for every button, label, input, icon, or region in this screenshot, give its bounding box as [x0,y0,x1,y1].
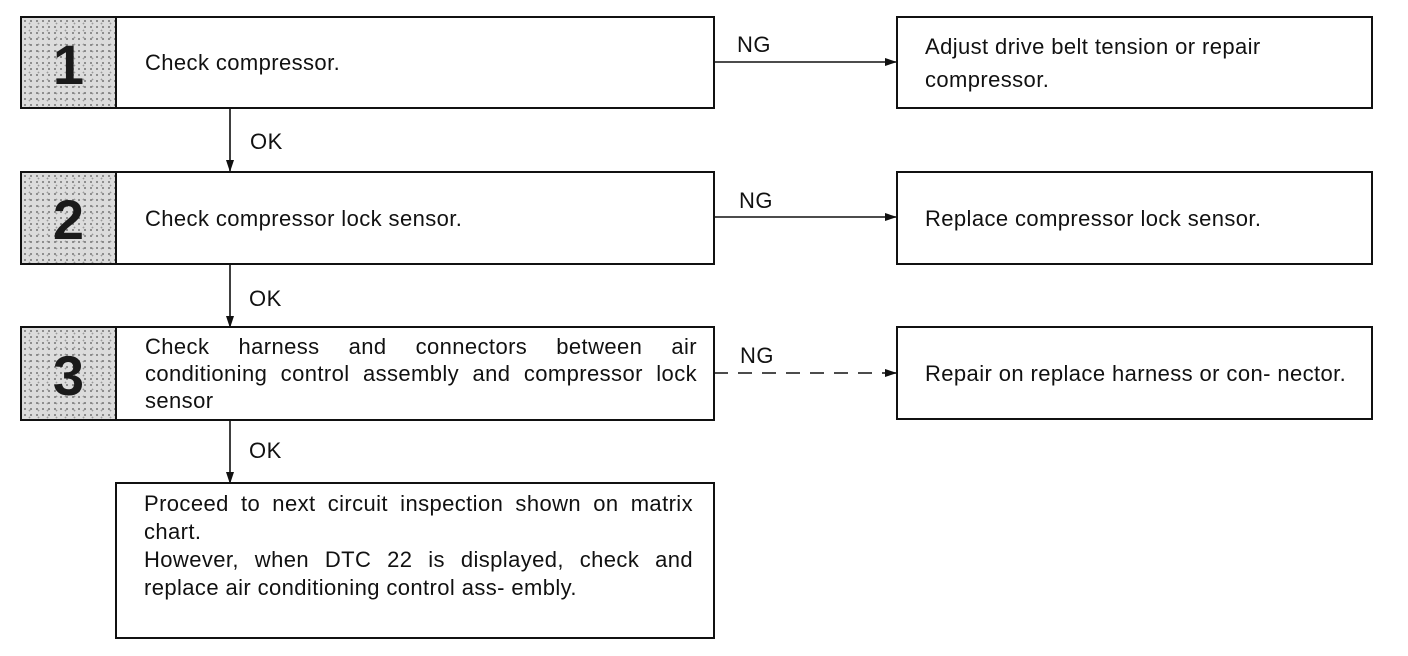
result-2-text: Replace compressor lock sensor. [925,205,1262,231]
step-3-number-cell: 3 [22,328,117,419]
ng-label-1: NG [737,32,771,57]
result-2-box: Replace compressor lock sensor. [896,171,1373,265]
ok-label-3: OK [249,438,282,463]
ok-label-2: OK [249,286,282,311]
result-3-box: Repair on replace harness or con- nector… [896,326,1373,420]
step-1-number: 1 [52,32,85,96]
step-3-number: 3 [52,343,85,407]
final-box: Proceed to next circuit inspection shown… [115,482,715,639]
step-1-box: 1 Check compressor. [20,16,715,109]
step-1-number-cell: 1 [22,18,117,107]
ng-label-2: NG [739,188,773,213]
step-2-number-cell: 2 [22,173,117,263]
step-2-box: 2 Check compressor lock sensor. [20,171,715,265]
result-1-box: Adjust drive belt tension or repair comp… [896,16,1373,109]
ng-label-3: NG [740,343,774,368]
step-1-text: Check compressor. [145,50,341,75]
step-3-box: 3 Check harness and connectors between a… [20,326,715,421]
result-3-text: Repair on replace harness or con- nector… [925,360,1347,386]
ok-label-1: OK [250,129,283,154]
final-text: Proceed to next circuit inspection shown… [144,491,693,600]
result-1-text: Adjust drive belt tension or repair comp… [925,33,1261,92]
step-2-number: 2 [52,188,85,251]
step-2-text: Check compressor lock sensor. [145,205,463,231]
step-3-text: Check harness and connectors between air… [145,334,697,413]
